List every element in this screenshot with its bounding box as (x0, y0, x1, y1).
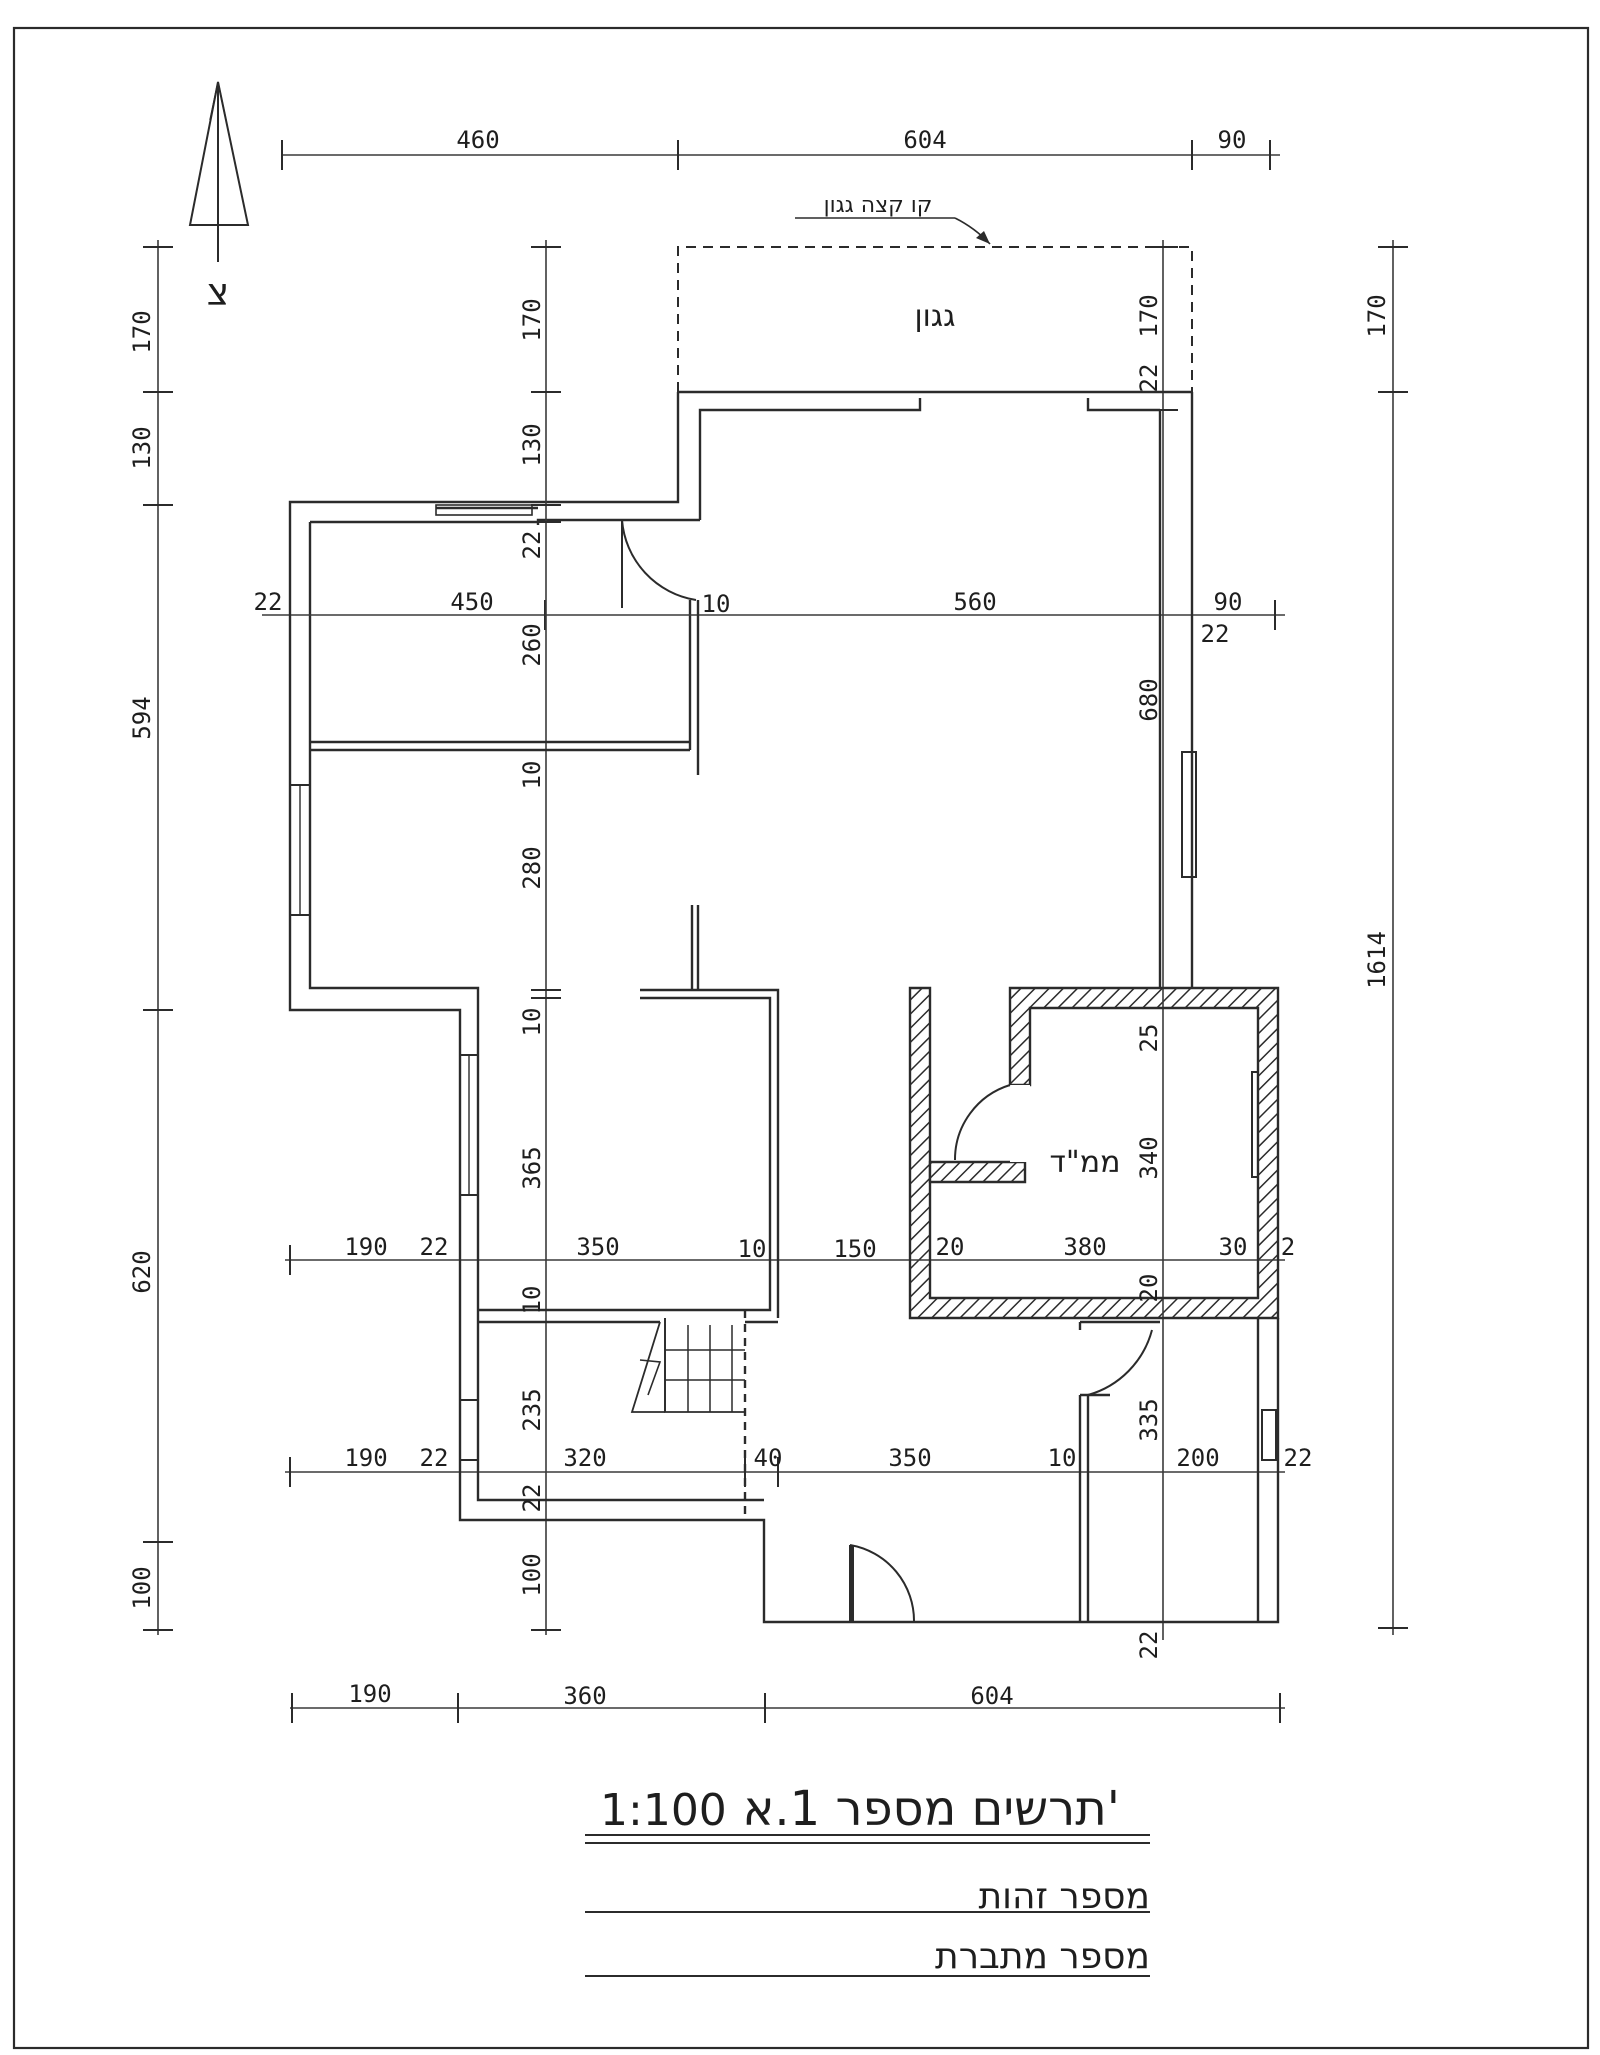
dim-right-inner-22b: 22 (1135, 1631, 1163, 1660)
dim-right-outer-170: 170 (1363, 294, 1391, 337)
dim-row350-10: 10 (738, 1235, 767, 1263)
dim-left-inner-170: 170 (518, 298, 546, 341)
dim-top-90: 90 (1218, 126, 1247, 154)
dim-left-inner-22b: 22 (518, 1484, 546, 1513)
dim-right-inner-340: 340 (1135, 1136, 1163, 1179)
dim-bottom-190: 190 (348, 1680, 391, 1708)
dimension-bottom: 190 360 604 (290, 1680, 1285, 1723)
dim-left-inner-22a: 22 (518, 531, 546, 560)
dim-left-inner-260: 260 (518, 623, 546, 666)
safe-room-label: ממ"ד (1050, 1145, 1121, 1180)
dim-left-inner-10b: 10 (518, 1008, 546, 1037)
dimension-row-350: 190 22 350 10 150 20 380 30 2 (285, 1233, 1295, 1275)
dim-row320-350: 350 (888, 1444, 931, 1472)
dim-row350-190: 190 (344, 1233, 387, 1261)
dim-row450-10: 10 (702, 590, 731, 618)
dim-right-inner-22a: 22 (1135, 364, 1163, 393)
drawing-title: תרשים מספר 1.א' (742, 1781, 1120, 1837)
applicant-number-label: מספר מתברת (935, 1936, 1150, 1977)
drawing-scale: 1:100 (600, 1785, 727, 1836)
dim-right-inner-335: 335 (1135, 1398, 1163, 1441)
dim-row320-40: 40 (754, 1444, 783, 1472)
dim-bottom-604: 604 (970, 1682, 1013, 1710)
dim-row350-350: 350 (576, 1233, 619, 1261)
north-label: צ (207, 270, 230, 314)
dim-left-inner-100: 100 (518, 1553, 546, 1596)
dim-left-outer-620: 620 (128, 1250, 156, 1293)
title-block: תרשים מספר 1.א' 1:100 מספר זהות מספר מתב… (585, 1781, 1150, 1977)
dim-top-460: 460 (456, 126, 499, 154)
dim-row320-190: 190 (344, 1444, 387, 1472)
dimension-right-inner: 170 22 680 25 340 20 335 22 (1135, 240, 1178, 1659)
north-arrow: צ (188, 81, 250, 314)
dim-left-inner-10c: 10 (518, 1286, 546, 1315)
dim-right-inner-25: 25 (1135, 1024, 1163, 1053)
dim-left-outer-170: 170 (128, 310, 156, 353)
dim-row450-90: 90 (1214, 588, 1243, 616)
dim-row350-20: 20 (936, 1233, 965, 1261)
dim-row350-2: 2 (1281, 1233, 1295, 1261)
dim-row320-10: 10 (1048, 1444, 1077, 1472)
doors (621, 519, 1153, 1623)
dim-left-outer-100: 100 (128, 1566, 156, 1609)
page-frame (12, 26, 1590, 2050)
dimension-right-outer: 170 1614 (1363, 240, 1408, 1635)
dim-right-inner-20: 20 (1135, 1274, 1163, 1303)
dim-row320-200: 200 (1176, 1444, 1219, 1472)
dim-row350-380: 380 (1063, 1233, 1106, 1261)
dim-left-outer-130: 130 (128, 426, 156, 469)
walls (288, 390, 1280, 1624)
dim-row350-150: 150 (833, 1235, 876, 1263)
dim-left-inner-280: 280 (518, 846, 546, 889)
id-number-label: מספר זהות (978, 1876, 1150, 1917)
dim-row450-560: 560 (953, 588, 996, 616)
dimension-left-outer: 170 130 594 620 100 (128, 240, 173, 1635)
dim-row320-320: 320 (563, 1444, 606, 1472)
dim-row450-22b: 22 (1201, 620, 1230, 648)
dim-right-inner-680: 680 (1135, 678, 1163, 721)
roof-label: גגון (914, 299, 955, 334)
dim-row450-450: 450 (450, 588, 493, 616)
dim-row320-22b: 22 (1284, 1444, 1313, 1472)
dim-bottom-360: 360 (563, 1682, 606, 1710)
dim-left-inner-235: 235 (518, 1388, 546, 1431)
stairs (630, 1318, 745, 1413)
dim-right-outer-1614: 1614 (1363, 931, 1391, 989)
dim-right-inner-170: 170 (1135, 294, 1163, 337)
dim-row450-22a: 22 (254, 588, 283, 616)
dim-left-inner-130: 130 (518, 423, 546, 466)
dimension-row-450: 22 450 10 560 90 22 (254, 588, 1285, 648)
dim-top-604: 604 (903, 126, 946, 154)
safe-room: ממ"ד (908, 986, 1280, 1320)
dim-left-inner-10a: 10 (518, 761, 546, 790)
roof-edge-label: קו קצה גגון (824, 193, 933, 218)
dim-row350-30: 30 (1219, 1233, 1248, 1261)
dimension-row-320: 190 22 320 40 350 10 200 22 (285, 1444, 1312, 1487)
dimension-left-inner: 170 130 22 260 10 280 10 365 10 235 22 1… (518, 240, 561, 1635)
roof-canopy: גגון קו קצה גגון (677, 193, 1193, 392)
dim-row320-22a: 22 (420, 1444, 449, 1472)
dim-left-outer-594: 594 (128, 696, 156, 739)
dimension-top: 460 604 90 (281, 126, 1280, 170)
dim-row350-22: 22 (420, 1233, 449, 1261)
dim-left-inner-365: 365 (518, 1146, 546, 1189)
